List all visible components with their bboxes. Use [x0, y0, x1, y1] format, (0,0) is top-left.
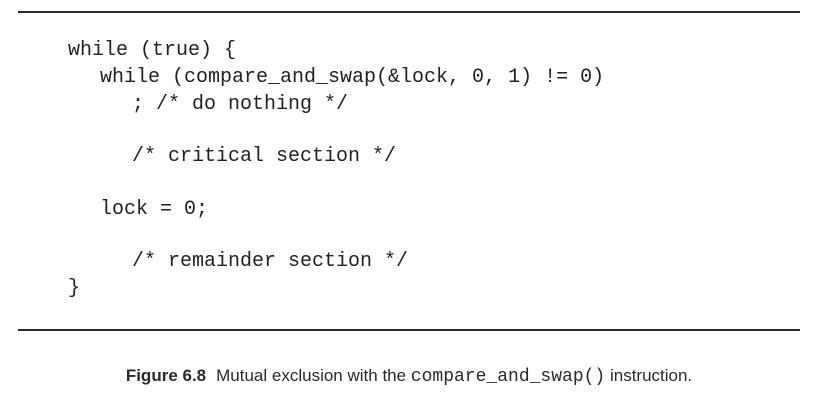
caption-text-before: Mutual exclusion with the — [216, 366, 411, 385]
figure-label: Figure 6.8 — [125, 366, 207, 385]
caption-code: compare_and_swap() — [410, 367, 606, 387]
bottom-rule — [18, 329, 800, 331]
figure-caption: Figure 6.8 Mutual exclusion with the comp… — [0, 365, 818, 388]
code-line-critical-section: /* critical section */ — [132, 145, 397, 168]
code-line-while-true: while (true) { — [68, 39, 237, 62]
code-line-remainder-section: /* remainder section */ — [132, 250, 409, 273]
code-line-do-nothing: ; /* do nothing */ — [132, 93, 349, 116]
code-line-inner-while: while (compare_and_swap(&lock, 0, 1) != … — [100, 66, 605, 89]
caption-text-after: instruction. — [605, 366, 693, 385]
code-line-lock-reset: lock = 0; — [100, 198, 209, 221]
code-listing: while (true) { while (compare_and_swap(&… — [68, 39, 605, 300]
top-rule — [18, 11, 800, 13]
code-line-closing-brace: } — [68, 277, 81, 300]
